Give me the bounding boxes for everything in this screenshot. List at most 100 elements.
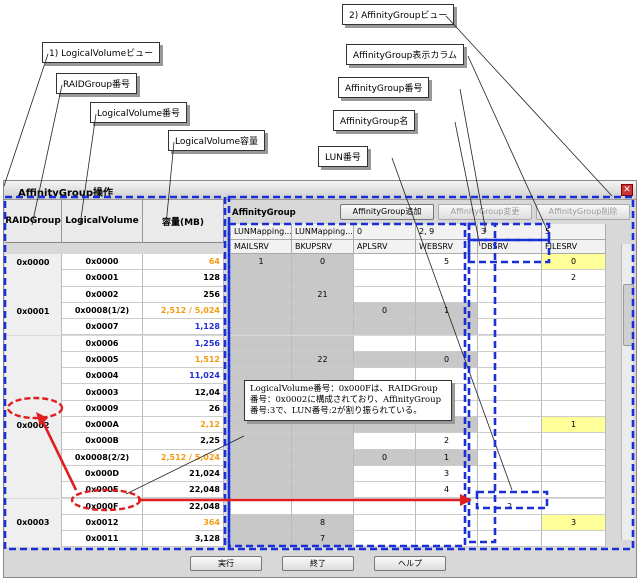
capacity-cell[interactable]: 11,024 — [143, 368, 224, 385]
ag-cell[interactable] — [354, 335, 416, 352]
ag-cell[interactable] — [416, 417, 478, 434]
capacity-cell[interactable]: 1,128 — [143, 319, 224, 336]
ag-number-header[interactable]: LUNMapping... — [231, 224, 292, 240]
ag-cell[interactable]: 21 — [292, 286, 354, 303]
ag-cell[interactable] — [354, 319, 416, 336]
raidgroup-cell[interactable]: 0x0000 — [5, 254, 62, 271]
ag-cell[interactable] — [292, 449, 354, 466]
raidgroup-cell[interactable] — [5, 465, 62, 483]
logicalvolume-cell[interactable]: 0x0011 — [62, 531, 143, 548]
ag-cell[interactable] — [231, 498, 292, 515]
raidgroup-cell[interactable]: 0x0001 — [5, 302, 62, 320]
ag-cell[interactable] — [542, 531, 606, 548]
ag-cell[interactable] — [542, 286, 606, 303]
capacity-cell[interactable]: 256 — [143, 286, 224, 303]
ag-cell[interactable]: 0 — [354, 449, 416, 466]
ag-cell[interactable] — [416, 514, 478, 532]
help-button[interactable]: ヘルプ — [374, 556, 446, 571]
ag-cell[interactable] — [231, 465, 292, 483]
ag-cell[interactable]: 0 — [292, 254, 354, 271]
ag-cell[interactable] — [292, 465, 354, 483]
ag-cell[interactable] — [231, 482, 292, 499]
logicalvolume-cell[interactable]: 0x000B — [62, 433, 143, 450]
ag-cell[interactable] — [292, 302, 354, 320]
ag-cell[interactable] — [542, 319, 606, 336]
ag-cell[interactable] — [354, 465, 416, 483]
ag-cell[interactable] — [542, 351, 606, 369]
logicalvolume-cell[interactable]: 0x0002 — [62, 286, 143, 303]
logicalvolume-cell[interactable]: 0x0008(2/2) — [62, 449, 143, 466]
ag-cell[interactable] — [354, 498, 416, 515]
ag-cell[interactable]: 1 — [542, 417, 606, 434]
logicalvolume-cell[interactable]: 0x0001 — [62, 270, 143, 287]
ag-add-button[interactable]: AffinityGroup追加 — [340, 204, 434, 220]
ag-cell[interactable] — [542, 498, 606, 515]
logicalvolume-cell[interactable]: 0x0005 — [62, 351, 143, 369]
raidgroup-cell[interactable] — [5, 335, 62, 352]
ag-cell[interactable] — [354, 351, 416, 369]
ag-cell[interactable] — [292, 498, 354, 515]
ag-cell[interactable]: 3 — [416, 465, 478, 483]
ag-cell[interactable] — [292, 319, 354, 336]
capacity-cell[interactable]: 2,12 — [143, 417, 224, 434]
ag-cell[interactable] — [542, 449, 606, 466]
logicalvolume-cell[interactable]: 0x0007 — [62, 319, 143, 336]
ag-cell[interactable] — [231, 270, 292, 287]
ag-cell[interactable] — [292, 482, 354, 499]
capacity-cell[interactable]: 2,512 / 5,024 — [143, 302, 224, 320]
ag-change-button[interactable]: AffinityGroup変更 — [438, 204, 532, 220]
logicalvolume-cell[interactable]: 0x000D — [62, 465, 143, 483]
ag-cell[interactable]: 0 — [416, 351, 478, 369]
raidgroup-cell[interactable] — [5, 498, 62, 515]
logicalvolume-cell[interactable]: 0x000A — [62, 417, 143, 434]
end-button[interactable]: 終了 — [282, 556, 354, 571]
ag-cell[interactable] — [231, 319, 292, 336]
ag-cell[interactable] — [542, 465, 606, 483]
ag-name-header[interactable]: MAILSRV — [231, 240, 292, 254]
ag-cell[interactable] — [354, 514, 416, 532]
logicalvolume-cell[interactable]: 0x0006 — [62, 335, 143, 352]
raidgroup-cell[interactable] — [5, 286, 62, 303]
ag-cell[interactable] — [542, 368, 606, 385]
logicalvolume-cell[interactable]: 0x0012 — [62, 514, 143, 532]
ag-name-header[interactable]: WEBSRV — [416, 240, 478, 254]
logicalvolume-cell[interactable]: 0x0004 — [62, 368, 143, 385]
ag-number-header[interactable]: LUNMapping... — [292, 224, 354, 240]
ag-cell[interactable] — [416, 335, 478, 352]
raidgroup-cell[interactable] — [5, 319, 62, 336]
ag-name-header[interactable]: FILESRV — [542, 240, 606, 254]
raidgroup-cell[interactable]: 0x0003 — [5, 514, 62, 532]
capacity-cell[interactable]: 26 — [143, 400, 224, 417]
ag-cell[interactable] — [416, 270, 478, 287]
capacity-cell[interactable]: 22,048 — [143, 498, 224, 515]
raidgroup-cell[interactable] — [5, 384, 62, 401]
ag-cell[interactable] — [354, 286, 416, 303]
ag-name-header[interactable]: APLSRV — [354, 240, 416, 254]
raidgroup-cell[interactable] — [5, 433, 62, 450]
ag-cell[interactable] — [542, 482, 606, 499]
ag-cell[interactable]: 8 — [292, 514, 354, 532]
run-button[interactable]: 実行 — [190, 556, 262, 571]
ag-cell[interactable] — [231, 286, 292, 303]
ag-name-header[interactable]: BKUPSRV — [292, 240, 354, 254]
raidgroup-cell[interactable] — [5, 482, 62, 499]
ag-cell[interactable] — [231, 351, 292, 369]
ag-cell[interactable]: 1 — [231, 254, 292, 271]
ag-cell[interactable] — [354, 270, 416, 287]
logicalvolume-cell[interactable]: 0x000F — [62, 498, 143, 515]
capacity-cell[interactable]: 1,512 — [143, 351, 224, 369]
ag-cell[interactable] — [478, 270, 542, 287]
ag-cell[interactable]: 1 — [416, 449, 478, 466]
capacity-cell[interactable]: 64 — [143, 254, 224, 271]
ag-cell[interactable] — [292, 417, 354, 434]
ag-cell[interactable]: 3 — [542, 514, 606, 532]
ag-cell[interactable]: 2 — [416, 433, 478, 450]
capacity-cell[interactable]: 1,256 — [143, 335, 224, 352]
ag-cell[interactable] — [542, 302, 606, 320]
logicalvolume-cell[interactable]: 0x0000 — [62, 254, 143, 271]
ag-cell[interactable] — [542, 433, 606, 450]
ag-cell[interactable] — [292, 433, 354, 450]
ag-cell[interactable] — [354, 433, 416, 450]
logicalvolume-cell[interactable]: 0x0009 — [62, 400, 143, 417]
logicalvolume-cell[interactable]: 0x000E — [62, 482, 143, 499]
